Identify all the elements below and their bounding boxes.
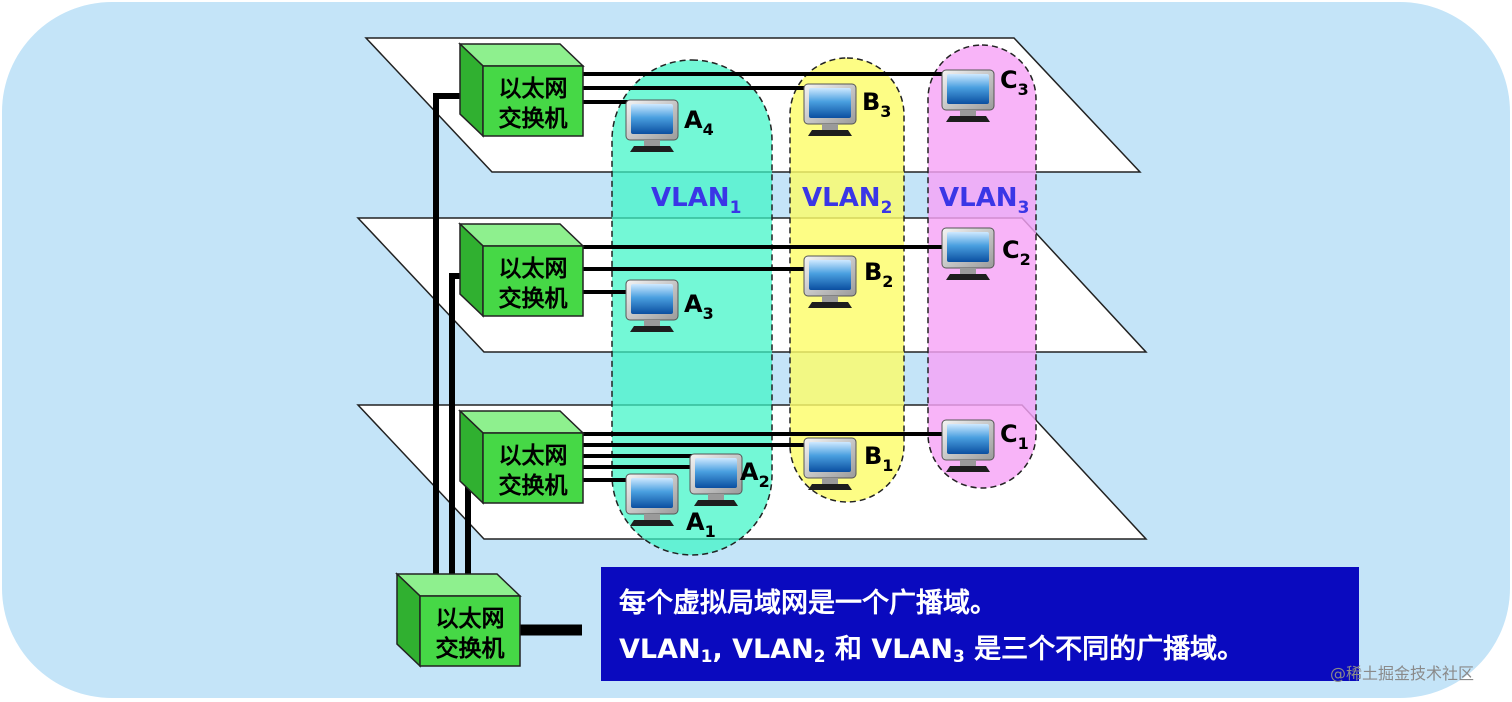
host-label-c3: C3 [1000,66,1029,99]
host-label-c2: C2 [1002,236,1031,269]
watermark: @稀土掘金技术社区 [1330,664,1475,683]
host-label-b2: B2 [864,258,893,291]
info-line-2: VLAN1, VLAN2 和 VLAN3 是三个不同的广播域。 [619,634,1245,667]
switch-floor2: 以太网 交换机 [458,222,585,318]
switch-label-line1: 以太网 [436,606,505,632]
switch-label-line1: 以太网 [499,256,568,282]
host-label-b3: B3 [862,88,891,121]
switch-floor1: 以太网 交换机 [458,409,585,505]
switch-label-line2: 交换机 [499,105,568,132]
host-label-a3: A3 [684,290,714,323]
info-line-1: 每个虚拟局域网是一个广播域。 [619,588,997,619]
vlan2-label: VLAN2 [802,183,892,218]
vlan1-region [611,59,773,556]
switch-label-line1: 以太网 [499,443,568,469]
vlan3-label: VLAN3 [939,183,1029,218]
host-label-a2: A2 [740,458,770,491]
host-cables [520,72,946,636]
host-label-c1: C1 [1000,420,1029,453]
switch-floor3: 以太网 交换机 [458,42,585,138]
switch-label-line1: 以太网 [499,76,568,102]
switch-label-line2: 交换机 [499,472,568,499]
vlan1-label: VLAN1 [651,183,741,218]
switch-label-line2: 交换机 [499,285,568,312]
host-label-a1: A1 [686,508,716,541]
switch-root: 以太网 交换机 [395,572,522,668]
info-box: 每个虚拟局域网是一个广播域。 VLAN1, VLAN2 和 VLAN3 是三个不… [601,567,1359,681]
host-label-b1: B1 [864,442,893,475]
switch-label-line2: 交换机 [436,635,505,662]
host-label-a4: A4 [684,106,714,139]
